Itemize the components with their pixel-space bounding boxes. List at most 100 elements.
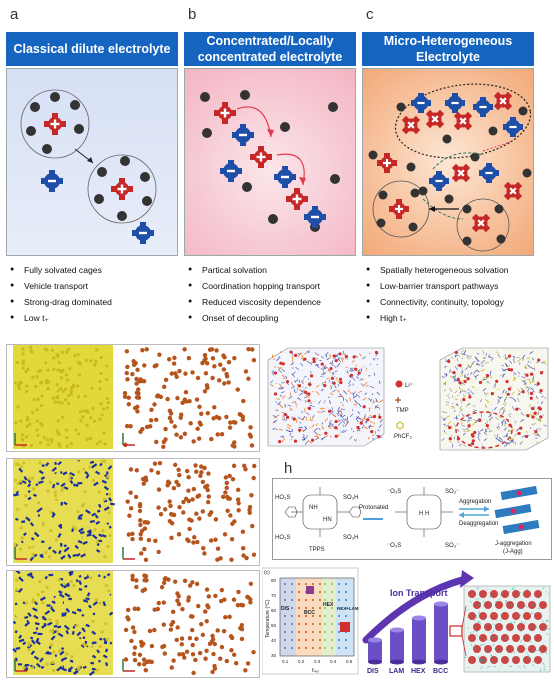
li-ion: [449, 437, 452, 440]
ion-particle: [147, 659, 151, 663]
polymer-segment: [15, 603, 17, 604]
solvent-particle: [58, 444, 61, 447]
solvent-particle: [107, 401, 110, 404]
ion-particle: [163, 507, 167, 511]
li-ion: [530, 392, 533, 395]
header-classical-dilute: Classical dilute electrolyte: [6, 32, 178, 66]
bcc-sphere: [528, 623, 536, 631]
ion-particle: [184, 390, 188, 394]
solvent-particle: [57, 401, 60, 404]
transport-bar-cap: [434, 602, 448, 607]
ion-particle: [228, 513, 232, 517]
phase-point: [324, 591, 326, 593]
solvent-particle: [64, 398, 67, 401]
transport-bar-base: [412, 660, 426, 665]
solvent-particle: [15, 579, 18, 582]
ion-particle: [129, 506, 133, 510]
polymer-segment: [83, 600, 88, 602]
li-ion: [471, 435, 474, 438]
phase-point: [298, 591, 300, 593]
polymer-segment: [97, 511, 100, 512]
ion-particle: [241, 530, 245, 534]
ion-particle: [149, 418, 153, 422]
li-ion: [378, 416, 381, 419]
ion-particle: [230, 636, 234, 640]
polymer-segment: [66, 630, 68, 634]
li-ion: [308, 407, 311, 410]
ion-particle: [204, 619, 208, 623]
bcc-sphere: [484, 623, 492, 631]
ion-particle: [188, 421, 192, 425]
phase-point: [331, 591, 333, 593]
solvent-particle: [89, 437, 92, 440]
solvent-particle: [99, 402, 102, 405]
phase-point: [345, 607, 347, 609]
bcc-sphere: [468, 634, 476, 642]
md-f-ions: [124, 573, 256, 675]
solvent-particle: [65, 436, 68, 439]
solvent-particle: [51, 661, 54, 664]
ion-particle: [157, 487, 161, 491]
solvent-particle: [31, 666, 34, 669]
solvent-particle: [95, 348, 98, 351]
ion-particle: [209, 538, 213, 542]
solvent-particle: [25, 601, 28, 604]
phase-point: [298, 615, 300, 617]
polymer-segment: [27, 620, 28, 621]
li-ion: [522, 390, 525, 393]
y-tick-label: 50: [271, 623, 277, 628]
li-ion: [468, 395, 471, 398]
solvent-particle: [27, 648, 30, 651]
li-ion: [303, 358, 306, 361]
polymer-segment: [52, 601, 55, 603]
bcc-sphere: [534, 656, 542, 664]
solvent-particle: [37, 398, 40, 401]
solvent-particle: [77, 432, 80, 435]
legend-li: Li⁺: [405, 382, 413, 389]
ion-particle: [150, 644, 154, 648]
ion-particle: [163, 427, 167, 431]
solvent-particle: [76, 510, 79, 513]
ion-particle: [230, 522, 234, 526]
ion-particle: [173, 463, 177, 467]
solvent-particle: [61, 416, 64, 419]
solvent-particle: [108, 493, 111, 496]
ion-particle: [180, 636, 184, 640]
polymer-segment: [53, 484, 54, 488]
panel-label-a: a: [10, 6, 18, 23]
bcc-sphere: [512, 590, 520, 598]
solvent-particle: [65, 351, 68, 354]
ion-particle: [218, 556, 222, 560]
panel-label-h: h: [284, 460, 292, 477]
solvent-particle: [57, 432, 60, 435]
polymer-segment: [79, 576, 81, 577]
solvent-particle: [93, 363, 96, 366]
solvent-particle: [108, 511, 111, 514]
li-ion: [323, 384, 326, 387]
li-ion: [278, 440, 281, 443]
solvent-particle: [37, 501, 40, 504]
ion-particle: [140, 427, 144, 431]
panel-a-illustration: [6, 68, 178, 256]
x-tick-label: 0.4: [330, 659, 337, 664]
md-e-ions: [125, 461, 256, 562]
bcc-sphere: [534, 612, 542, 620]
so3h-label-3: HO₃S: [275, 535, 290, 541]
solvent-particle: [77, 470, 80, 473]
phase-point: [298, 599, 300, 601]
ion-particle: [158, 461, 162, 465]
transport-bar-cap: [390, 628, 404, 633]
polymer-segment: [54, 596, 55, 597]
ion-particle: [168, 416, 172, 420]
ion-particle: [175, 598, 179, 602]
solvent-particle: [25, 390, 28, 393]
ion-particle: [252, 358, 256, 362]
solvent-particle: [102, 431, 105, 434]
polymer-segment: [28, 491, 29, 493]
ion-particle: [188, 636, 192, 640]
solvent-particle: [58, 361, 61, 364]
phase-point: [312, 599, 314, 601]
ion-particle: [213, 642, 217, 646]
ion-particle: [156, 550, 160, 554]
